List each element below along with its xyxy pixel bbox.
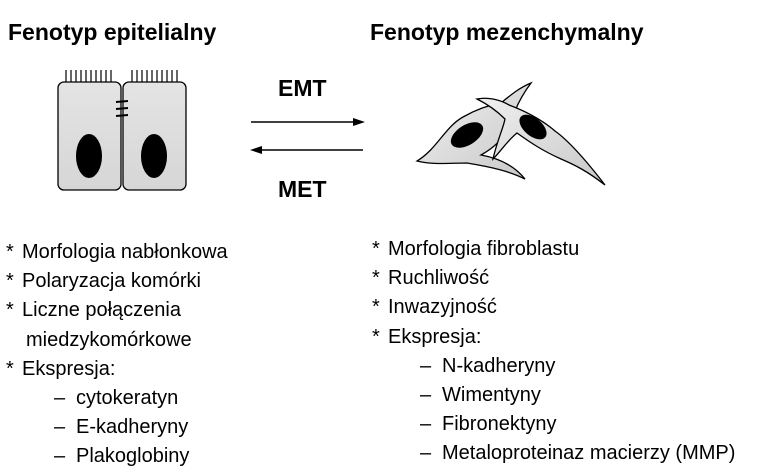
marker-item: –Plakoglobiny [54,445,190,468]
cell-junction [115,100,129,117]
mesenchymal-features-list: *Morfologia fibroblastu *Ruchliwość *Inw… [372,235,735,469]
mesenchymal-phenotype-heading: Fenotyp mezenchymalny [370,19,644,45]
met-arrow [250,146,363,154]
list-item: *Ekspresja: –N-kadheryny –Wimentyny –Fib… [372,323,735,469]
epithelial-phenotype-heading: Fenotyp epitelialny [8,19,217,45]
list-item: *Polaryzacja komórki [6,270,201,293]
nucleus-right [519,114,547,140]
marker-item: –Fibronektyny [420,413,557,436]
list-item: *Liczne połączenia [6,299,181,322]
marker-item: –E-kadheryny [54,416,189,439]
marker-item: –Metaloproteinaz macierzy (MMP) [420,442,736,465]
epithelial-features-list: *Morfologia nabłonkowa *Polaryzacja komó… [6,238,228,472]
marker-item: –N-kadheryny [420,354,556,377]
list-item-continuation: miedzykomórkowe [26,328,192,351]
list-item: *Ekspresja: –cytokeratyn –E-kadheryny –P… [6,355,228,472]
epithelial-markers-list: –cytokeratyn –E-kadheryny –Plakoglobiny [22,384,228,472]
marker-item: –Wimentyny [420,384,541,407]
mesenchymal-cell-right [475,97,606,186]
emt-arrow [251,118,365,126]
list-item: *Morfologia fibroblastu [372,238,580,260]
epithelial-cells-illustration [57,70,187,191]
marker-item: –cytokeratyn [54,387,179,410]
transition-arrows [250,118,365,154]
list-item: *Morfologia nabłonkowa [6,241,228,263]
list-item: *Ruchliwość [372,267,490,290]
list-item: *Inwazyjność [372,296,497,319]
mesenchymal-markers-list: –N-kadheryny –Wimentyny –Fibronektyny –M… [388,352,735,469]
nucleus-left [76,134,102,178]
nucleus-left [450,122,484,148]
emt-label: EMT [278,75,327,101]
mesenchymal-cells-illustration [415,81,606,186]
nucleus-right [141,134,167,178]
met-label: MET [278,176,327,202]
